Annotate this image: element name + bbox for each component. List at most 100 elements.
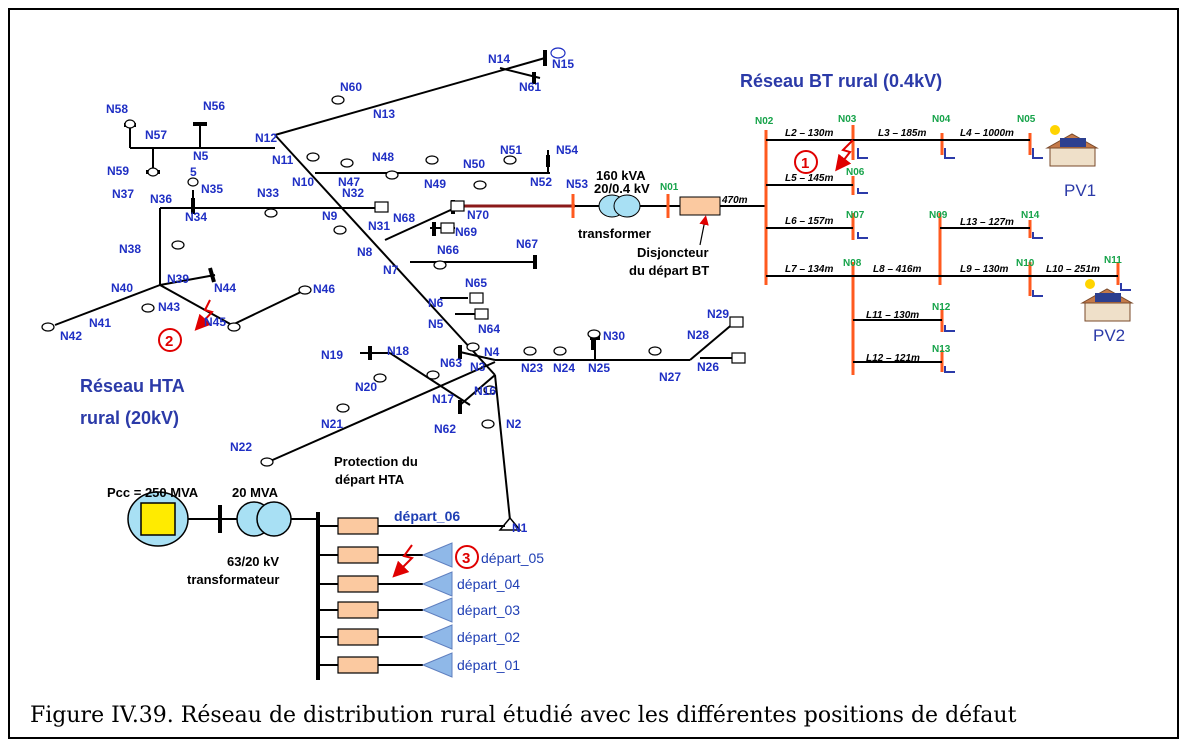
bt-transformer	[598, 194, 721, 246]
node-n47: N47	[338, 175, 360, 189]
node-n46: N46	[313, 282, 335, 296]
bt-node-n07: N07	[846, 210, 865, 221]
node-n32: N32	[342, 186, 364, 200]
node-n60: N60	[340, 80, 362, 94]
bt-transformer-label: transformer	[578, 226, 651, 241]
departure-breakers	[337, 517, 379, 674]
node-n8: N8	[357, 245, 373, 259]
node-n34: N34	[185, 210, 207, 224]
node-n3: N3	[470, 360, 486, 374]
bt-line-l2: L2 – 130m	[785, 128, 833, 139]
node-n64: N64	[478, 322, 500, 336]
fault-2-label: 2	[165, 333, 173, 350]
node-n29: N29	[707, 307, 729, 321]
node-n57: N57	[145, 128, 167, 142]
bt-line-l9: L9 – 130m	[960, 264, 1008, 275]
node-n25: N25	[588, 361, 610, 375]
fault-3-label: 3	[462, 550, 470, 567]
fault-1-label: 1	[801, 155, 809, 172]
node-n62: N62	[434, 422, 456, 436]
figure-frame	[8, 8, 1179, 739]
node-n19: N19	[321, 348, 343, 362]
node-n40: N40	[111, 281, 133, 295]
node-n37: N37	[112, 187, 134, 201]
node-n59: N59	[107, 164, 129, 178]
bt-node-n05: N05	[1017, 114, 1036, 125]
hta-node-labels: N1 N2 N3 N4 N5 N6 N7 N8 N9 N10 N11 N12 N…	[60, 52, 729, 535]
protection-label-line1: Protection du	[334, 454, 418, 469]
bt-node-n10: N10	[1016, 258, 1035, 269]
departure-04-label: départ_04	[457, 576, 520, 592]
hta-network-title-line2: rural (20kV)	[80, 408, 179, 428]
bt-line-l8: L8 – 416m	[873, 264, 921, 275]
node-n33: N33	[257, 186, 279, 200]
node-n26: N26	[697, 360, 719, 374]
bt-network-title: Réseau BT rural (0.4kV)	[740, 71, 942, 91]
bt-line-l13: L13 – 127m	[960, 217, 1014, 228]
transformer-ratio: 63/20 kV	[227, 554, 279, 569]
node-n42: N42	[60, 329, 82, 343]
node-n43: N43	[158, 300, 180, 314]
pv1-label: PV1	[1064, 181, 1096, 200]
departure-01-label: départ_01	[457, 657, 520, 673]
node-n54: N54	[556, 143, 578, 157]
node-n69: N69	[455, 225, 477, 239]
bt-line-l3: L3 – 185m	[878, 128, 926, 139]
hta-network-title-line1: Réseau HTA	[80, 376, 185, 396]
bt-line-l7: L7 – 134m	[785, 264, 833, 275]
fault-markers	[158, 139, 854, 578]
node-n5: N5	[428, 317, 444, 331]
node-n38: N38	[119, 242, 141, 256]
node-n35: N35	[201, 182, 223, 196]
node-n65: N65	[465, 276, 487, 290]
node-n10: N10	[292, 175, 314, 189]
node-n67: N67	[516, 237, 538, 251]
bt-node-n02: N02	[755, 116, 774, 127]
node-n36: N36	[150, 192, 172, 206]
node-n18: N18	[387, 344, 409, 358]
node-n9: N9	[322, 209, 338, 223]
bt-line-l5: L5 – 145m	[785, 173, 833, 184]
node-n31: N31	[368, 219, 390, 233]
node-n6: N6	[428, 296, 444, 310]
pv2-label: PV2	[1093, 326, 1125, 345]
bt-node-n06: N06	[846, 167, 865, 178]
bt-line-l10: L10 – 251m	[1046, 264, 1100, 275]
node-n41: N41	[89, 316, 111, 330]
node-n4: N4	[484, 345, 500, 359]
figure-caption: Figure IV.39. Réseau de distribution rur…	[30, 703, 1017, 728]
departure-02-label: départ_02	[457, 629, 520, 645]
departure-feeders	[318, 525, 505, 666]
node-n12: N12	[255, 131, 277, 145]
bt-line-l6: L6 – 157m	[785, 216, 833, 227]
bt-node-n08: N08	[843, 258, 862, 269]
node-n16: N16	[474, 384, 496, 398]
bt-lines	[766, 139, 1118, 363]
node-n20: N20	[355, 380, 377, 394]
bt-node-n01: N01	[660, 182, 679, 193]
node-n27: N27	[659, 370, 681, 384]
pcc-label: Pcc = 250 MVA	[107, 485, 199, 500]
departure-triangles	[421, 542, 453, 678]
node-n23: N23	[521, 361, 543, 375]
node-n48: N48	[372, 150, 394, 164]
transformer-type: transformateur	[187, 572, 279, 587]
node-n1: N1	[512, 521, 528, 535]
node-n49: N49	[424, 177, 446, 191]
bt-node-n13: N13	[932, 344, 951, 355]
node-n39: N39	[167, 272, 189, 286]
departure-06-label: départ_06	[394, 508, 460, 524]
bt-node-n09: N09	[929, 210, 948, 221]
node-n5-5-line1: N5	[193, 149, 209, 163]
bt-node-n11: N11	[1104, 255, 1122, 266]
node-n5-5-line2: 5	[190, 165, 197, 179]
node-n21: N21	[321, 417, 343, 431]
node-n14: N14	[488, 52, 510, 66]
bt-line-l11: L11 – 130m	[866, 310, 919, 321]
bt-node-n12: N12	[932, 302, 951, 313]
node-n2: N2	[506, 417, 522, 431]
node-n52: N52	[530, 175, 552, 189]
node-n70: N70	[467, 208, 489, 222]
bt-line-l12: L12 – 121m	[866, 353, 920, 364]
